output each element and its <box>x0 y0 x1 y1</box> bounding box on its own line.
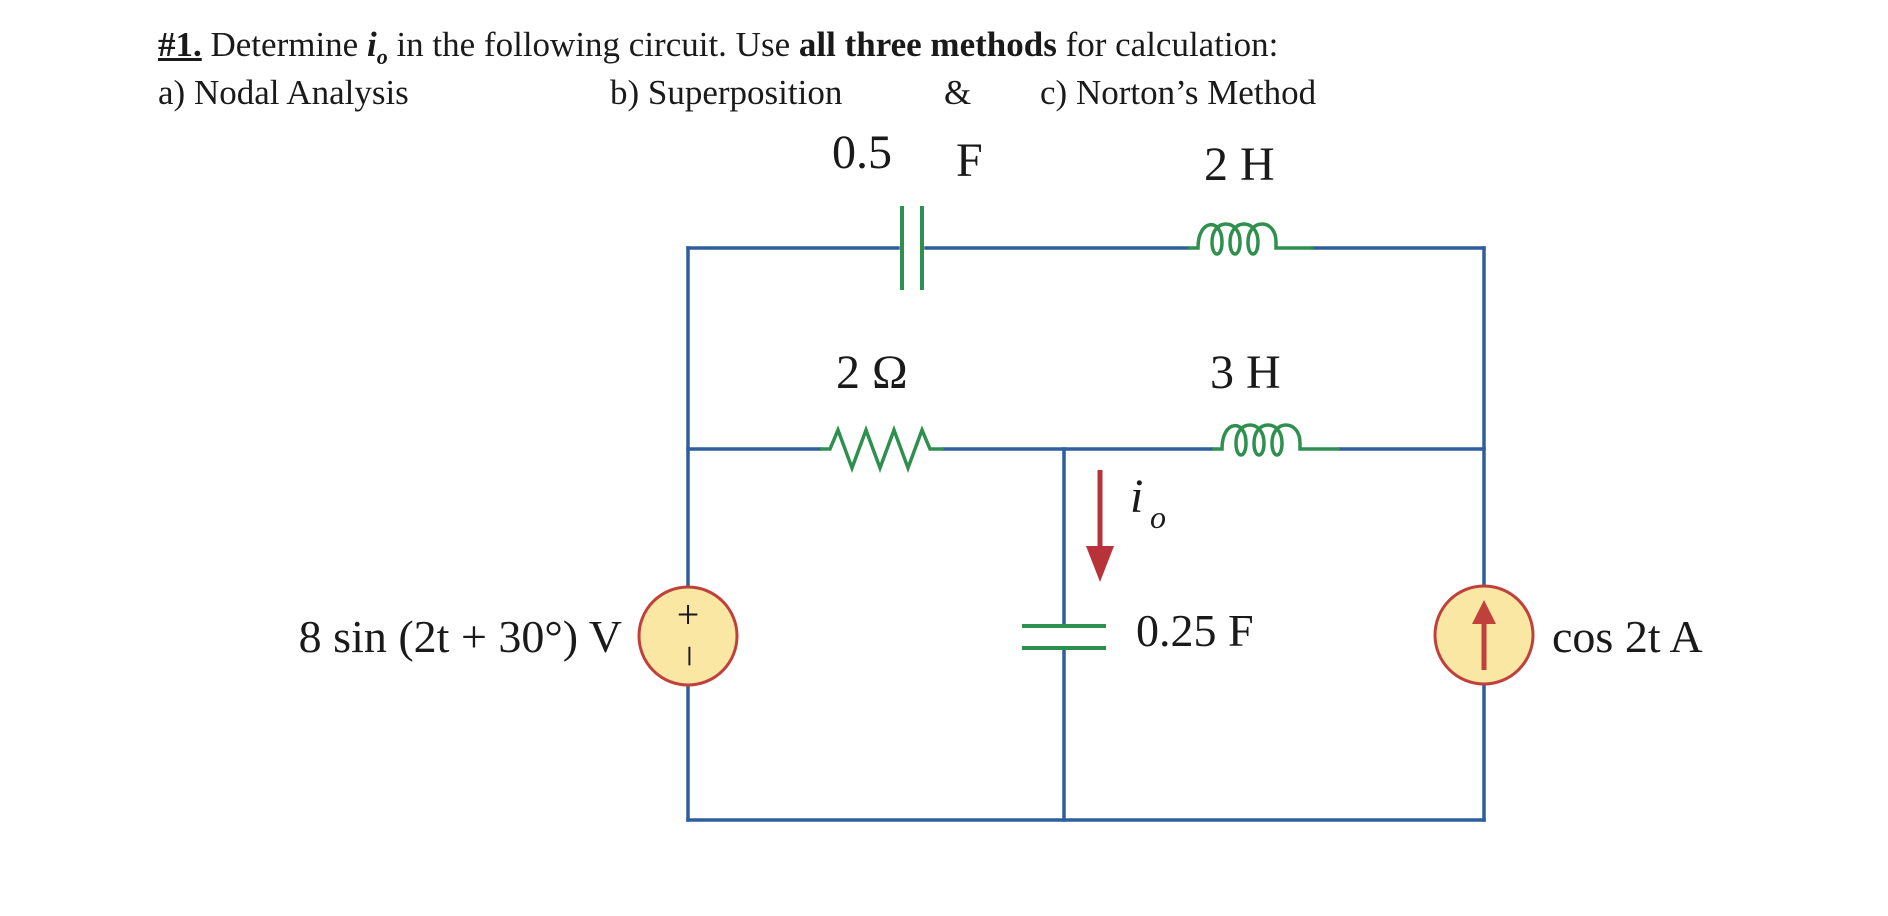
problem-number: #1. <box>158 25 202 64</box>
wires <box>686 246 1486 822</box>
method-separator: & <box>944 73 972 112</box>
problem-variable: io <box>366 25 388 69</box>
middle-inductor-label: 3 H <box>1210 346 1281 399</box>
resistor <box>820 424 944 474</box>
current-source-label: cos 2t A <box>1552 611 1703 662</box>
middle-inductor <box>1212 423 1340 457</box>
resistor-label: 2 Ω <box>836 346 908 399</box>
problem-text-before: Determine <box>201 25 367 64</box>
voltage-source: + − <box>637 585 739 687</box>
problem-text-after: for calculation: <box>1056 25 1279 64</box>
top-inductor <box>1188 222 1313 256</box>
current-source <box>1433 584 1535 686</box>
problem-variable-sub: o <box>376 44 388 69</box>
problem-emphasis: all three methods <box>798 25 1057 64</box>
problem-variable-base: i <box>366 25 377 64</box>
voltage-source-minus: − <box>667 645 712 668</box>
top-inductor-label: 2 H <box>1204 138 1275 191</box>
voltage-source-plus: + <box>677 592 700 637</box>
bottom-capacitor-label: 0.25 F <box>1136 605 1254 656</box>
current-label-base: i <box>1130 470 1143 523</box>
top-capacitor-unit: F <box>956 134 983 187</box>
method-c: c) Norton’s Method <box>1040 73 1317 112</box>
current-label-sub: o <box>1150 499 1166 535</box>
method-b: b) Superposition <box>610 73 843 112</box>
bottom-capacitor <box>1022 624 1106 650</box>
method-a: a) Nodal Analysis <box>158 73 409 112</box>
voltage-source-label: 8 sin (2t + 30°) V <box>299 611 622 662</box>
problem-statement: #1. Determine io in the following circui… <box>158 22 1278 80</box>
top-capacitor <box>900 206 924 290</box>
top-capacitor-value: 0.5 <box>832 126 892 179</box>
current-arrow <box>1086 470 1114 582</box>
problem-text-middle: in the following circuit. Use <box>387 25 799 64</box>
